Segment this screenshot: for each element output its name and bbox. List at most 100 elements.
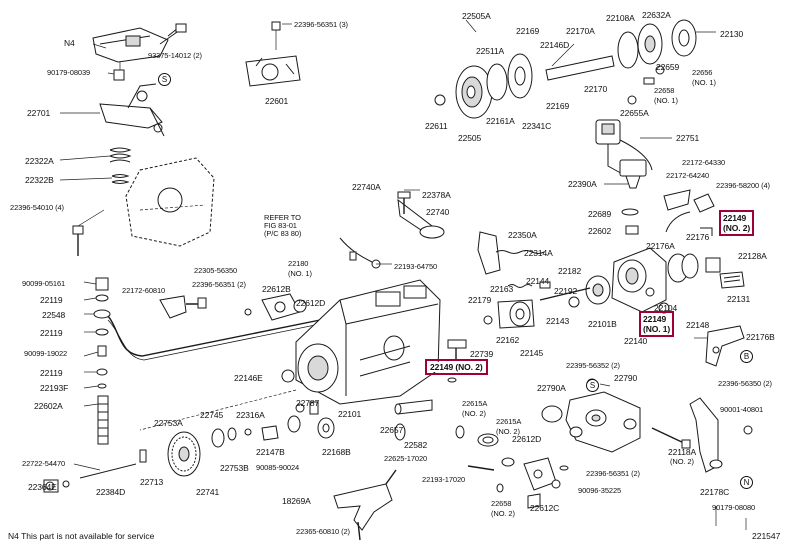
part-label[interactable]: 22172-64240 [666, 171, 710, 180]
part-label[interactable]: 22505A [462, 11, 491, 21]
part-label[interactable]: 22147B [256, 447, 285, 457]
part-label[interactable]: 22146E [234, 373, 263, 383]
part-label[interactable]: 22787 [296, 398, 320, 408]
part-label[interactable]: 22612C [530, 503, 560, 513]
part-label[interactable]: 90099-05161 [22, 279, 66, 288]
part-label[interactable]: 22178C [700, 487, 730, 497]
part-label[interactable]: 22145 [520, 348, 544, 358]
part-label[interactable]: 22740A [352, 182, 381, 192]
part-label[interactable]: 22169 [516, 26, 540, 36]
part-label[interactable]: 22364E [28, 482, 57, 492]
part-label[interactable]: 22741 [196, 487, 220, 497]
part-label[interactable]: N4 [64, 38, 75, 48]
part-label[interactable]: 22395-56352 (2) [566, 361, 620, 370]
part-label[interactable]: 22316A [236, 410, 265, 420]
part-label[interactable]: 93375-14012 (2) [148, 51, 202, 60]
part-label[interactable]: 22396-56351 (2) [192, 280, 246, 289]
refer-note[interactable]: REFER TO FIG 83-01 (P/C 83 80) [264, 213, 302, 238]
part-label[interactable]: 22396-54010 (4) [10, 203, 64, 212]
part-label[interactable]: 22101B [588, 319, 617, 329]
part-label[interactable]: 22612D [512, 434, 542, 444]
part-label[interactable]: 22396-58200 (4) [716, 181, 770, 190]
part-label[interactable]: 22143 [546, 316, 570, 326]
part-label[interactable]: 22659 [656, 62, 680, 72]
part-label[interactable]: 22601 [265, 96, 289, 106]
part-label[interactable]: 22128A [738, 251, 767, 261]
part-label[interactable]: 22384D [96, 487, 126, 497]
part-label[interactable]: 18269A [282, 496, 311, 506]
part-label[interactable]: 22169 [546, 101, 570, 111]
part-label[interactable]: 22170 [584, 84, 608, 94]
part-label[interactable]: 22341C [522, 121, 552, 131]
part-label[interactable]: 22168B [322, 447, 351, 457]
part-label[interactable]: 22701 [27, 108, 51, 118]
part-label[interactable]: 22148 [686, 320, 710, 330]
part-label[interactable]: 22305-56350 [194, 266, 238, 275]
part-label[interactable]: 22378A [422, 190, 451, 200]
part-label[interactable]: 90099-19022 [24, 349, 68, 358]
part-label[interactable]: 22322A [25, 156, 54, 166]
part-label[interactable]: 22713 [140, 477, 164, 487]
part-label[interactable]: 22193-64750 [394, 262, 438, 271]
part-label[interactable]: 22656 (NO. 1) [692, 68, 716, 87]
part-label[interactable]: 22108A [606, 13, 635, 23]
part-label[interactable]: 90179-08080 [712, 503, 756, 512]
part-label[interactable]: 22176 [686, 232, 710, 242]
part-label[interactable]: 22790 [614, 373, 638, 383]
part-label[interactable]: 22163 [490, 284, 514, 294]
part-label[interactable]: 22511A [476, 46, 505, 56]
part-label[interactable]: 22751 [676, 133, 700, 143]
part-label[interactable]: 22179 [468, 295, 492, 305]
part-label[interactable]: 22146D [540, 40, 570, 50]
part-label[interactable]: 22612D [296, 298, 326, 308]
part-label[interactable]: 22119 [40, 328, 63, 338]
part-label[interactable]: 22790A [537, 383, 566, 393]
part-label-highlighted[interactable]: 22149 (NO. 2) [718, 210, 755, 236]
part-label[interactable]: 22625-17020 [384, 454, 428, 463]
part-label[interactable]: 22314A [524, 248, 553, 258]
part-label[interactable]: 22615A (NO. 2) [462, 399, 488, 418]
part-label[interactable]: 22162 [496, 335, 520, 345]
part-label[interactable]: 22632A [642, 10, 671, 20]
part-label[interactable]: 22322B [25, 175, 54, 185]
part-label[interactable]: 22615A (NO. 2) [496, 417, 522, 436]
part-label[interactable]: 22144 [526, 276, 550, 286]
part-label[interactable]: 22350A [508, 230, 537, 240]
part-label[interactable]: 22582 [404, 440, 428, 450]
part-label[interactable]: 22612B [262, 284, 291, 294]
part-label[interactable]: 22193-17020 [422, 475, 466, 484]
part-label[interactable]: 90001-40801 [720, 405, 764, 414]
part-label[interactable]: 22658 (NO. 1) [654, 86, 678, 105]
part-label[interactable]: 22390A [568, 179, 597, 189]
part-label-highlighted[interactable]: 22149 (NO. 1) [638, 311, 675, 337]
part-label-highlighted[interactable]: 22149 (NO. 2) [425, 359, 488, 375]
part-label[interactable]: 22118A [668, 447, 697, 457]
part-label[interactable]: 22119 [40, 368, 63, 378]
part-label[interactable]: 22655A [620, 108, 649, 118]
part-label[interactable]: 22161A [486, 116, 515, 126]
part-label[interactable]: 90096-35225 [578, 486, 622, 495]
part-label[interactable]: 22140 [624, 336, 648, 346]
part-label[interactable]: 22745 [200, 410, 224, 420]
part-label[interactable]: 22180 (NO. 1) [288, 259, 312, 278]
part-label[interactable]: 90179-08039 [47, 68, 91, 77]
part-label[interactable]: 22101 [338, 409, 362, 419]
part-label[interactable]: (NO. 2) [670, 457, 694, 466]
part-label[interactable]: 22104 [654, 303, 678, 313]
part-label[interactable]: 22658 (NO. 2) [491, 499, 515, 518]
part-label[interactable]: 22602 [588, 226, 612, 236]
part-label[interactable]: 22396-56350 (2) [718, 379, 772, 388]
part-label[interactable]: 22176A [646, 241, 675, 251]
part-label[interactable]: 22176B [746, 332, 775, 342]
part-label[interactable]: 22753B [220, 463, 249, 473]
part-label[interactable]: 22611 [425, 121, 448, 131]
part-label[interactable]: 22689 [588, 209, 612, 219]
part-label[interactable]: 90085-90024 [256, 463, 300, 472]
part-label[interactable]: 22130 [720, 29, 744, 39]
part-label[interactable]: 22172-60810 [122, 286, 166, 295]
part-label[interactable]: 22193F [40, 383, 69, 393]
part-label[interactable]: 22548 [42, 310, 66, 320]
part-label[interactable]: 22740 [426, 207, 450, 217]
part-label[interactable]: 22172-64330 [682, 158, 726, 167]
part-label[interactable]: 22505 [458, 133, 482, 143]
